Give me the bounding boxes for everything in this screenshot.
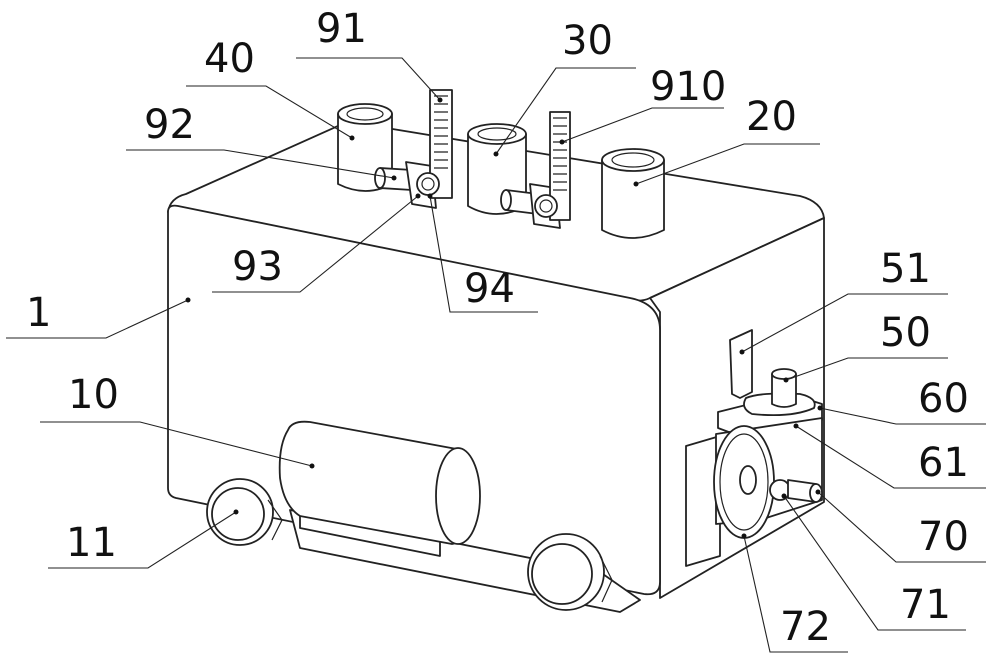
cylinder-20 xyxy=(602,149,664,238)
leader-910 xyxy=(562,108,724,142)
label-94: 94 xyxy=(464,266,515,312)
pinion-2 xyxy=(535,195,557,217)
leader-70-dot xyxy=(816,490,821,495)
wheel-hub xyxy=(212,488,264,540)
leader-71-dot xyxy=(782,494,787,499)
label-10: 10 xyxy=(68,372,119,418)
leader-60-dot xyxy=(818,406,823,411)
label-93: 93 xyxy=(232,244,283,290)
cyl40-rim xyxy=(338,104,392,124)
leader-50-dot xyxy=(784,378,789,383)
label-61: 61 xyxy=(918,440,969,486)
leader-1-dot xyxy=(186,298,191,303)
leader-92-dot xyxy=(392,176,397,181)
plate-51 xyxy=(730,330,752,398)
label-60: 60 xyxy=(918,376,969,422)
pinion-94 xyxy=(417,173,439,195)
leader-30-dot xyxy=(494,152,499,157)
label-92: 92 xyxy=(144,102,195,148)
label-71: 71 xyxy=(900,582,951,628)
label-40: 40 xyxy=(204,36,255,82)
leader-91 xyxy=(296,58,440,100)
label-1: 1 xyxy=(26,290,51,336)
label-72: 72 xyxy=(780,604,831,650)
leader-94-dot xyxy=(428,194,433,199)
leader-20-dot xyxy=(634,182,639,187)
cyl20-rim xyxy=(602,149,664,171)
leader-61-dot xyxy=(794,424,799,429)
label-51: 51 xyxy=(880,246,931,292)
pinion-71 xyxy=(770,480,790,500)
label-70: 70 xyxy=(918,514,969,560)
leader-11-dot xyxy=(234,510,239,515)
cyl30-rim xyxy=(468,124,526,144)
leader-72-dot xyxy=(742,534,747,539)
leader-40-dot xyxy=(350,136,355,141)
leader-91-dot xyxy=(438,98,443,103)
gear-72-hole xyxy=(740,466,756,494)
motor-end-cap xyxy=(436,448,480,544)
label-50: 50 xyxy=(880,310,931,356)
leader-10-dot xyxy=(310,464,315,469)
label-11: 11 xyxy=(66,520,117,566)
leader-910-dot xyxy=(560,140,565,145)
label-910: 910 xyxy=(650,64,726,110)
label-20: 20 xyxy=(746,94,797,140)
label-91: 91 xyxy=(316,6,367,52)
leader-93-dot xyxy=(416,194,421,199)
leader-51-dot xyxy=(740,350,745,355)
valve-stem-end-2 xyxy=(501,190,511,210)
label-30: 30 xyxy=(562,18,613,64)
wheel-hub-2 xyxy=(532,544,592,604)
valve-stem-end xyxy=(375,168,385,188)
